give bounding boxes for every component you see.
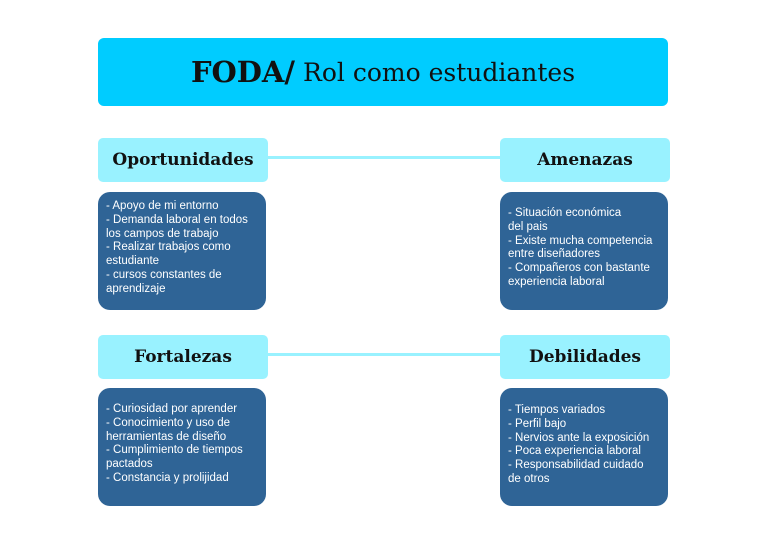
debilidades-line: - Responsabilidad cuidado xyxy=(508,459,644,472)
debilidades-line: de otros xyxy=(508,472,550,485)
box-amenazas: - Situación económica del pais - Existe … xyxy=(500,192,668,310)
box-fortalezas: - Curiosidad por aprender - Conocimiento… xyxy=(98,388,266,506)
debilidades-line: - Poca experiencia laboral xyxy=(508,445,641,458)
fortalezas-line: - Cumplimiento de tiempos xyxy=(106,444,243,457)
diagram-title: FODA/ Rol como estudiantes xyxy=(98,38,668,106)
debilidades-line: - Nervios ante la exposición xyxy=(508,431,650,444)
heading-debilidades: Debilidades xyxy=(500,335,670,379)
oportunidades-line: - cursos constantes de xyxy=(106,268,222,281)
amenazas-line: - Existe mucha competencia xyxy=(508,234,653,247)
fortalezas-line: - Constancia y prolijidad xyxy=(106,471,229,484)
box-oportunidades: - Apoyo de mi entorno - Demanda laboral … xyxy=(98,192,266,310)
box-debilidades: - Tiempos variados - Perfil bajo - Nervi… xyxy=(500,388,668,506)
title-bold: FODA/ xyxy=(190,55,296,89)
amenazas-line: del pais xyxy=(508,220,548,233)
debilidades-line: - Perfil bajo xyxy=(508,417,567,430)
connector-bottom xyxy=(267,353,500,356)
amenazas-line: - Compañeros con bastante xyxy=(508,262,650,275)
title-rest: Rol como estudiantes xyxy=(303,57,576,87)
debilidades-line: - Tiempos variados xyxy=(508,404,606,416)
amenazas-line: experiencia laboral xyxy=(508,275,605,288)
oportunidades-line: - Apoyo de mi entorno xyxy=(106,200,219,212)
oportunidades-line: estudiante xyxy=(106,255,160,268)
fortalezas-line: pactados xyxy=(106,458,153,471)
amenazas-line: entre diseñadores xyxy=(508,248,601,261)
fortalezas-line: - Curiosidad por aprender xyxy=(106,403,238,415)
oportunidades-line: - Realizar trabajos como xyxy=(106,241,231,254)
fortalezas-line: - Conocimiento y uso de xyxy=(106,416,231,429)
connector-top xyxy=(267,156,500,159)
oportunidades-line: los campos de trabajo xyxy=(106,227,219,240)
oportunidades-line: aprendizaje xyxy=(106,282,166,295)
fortalezas-line: herramientas de diseño xyxy=(106,430,227,443)
heading-fortalezas: Fortalezas xyxy=(98,335,268,379)
heading-oportunidades: Oportunidades xyxy=(98,138,268,182)
heading-amenazas: Amenazas xyxy=(500,138,670,182)
amenazas-line: - Situación económica xyxy=(508,207,622,219)
oportunidades-line: - Demanda laboral en todos xyxy=(106,213,248,226)
